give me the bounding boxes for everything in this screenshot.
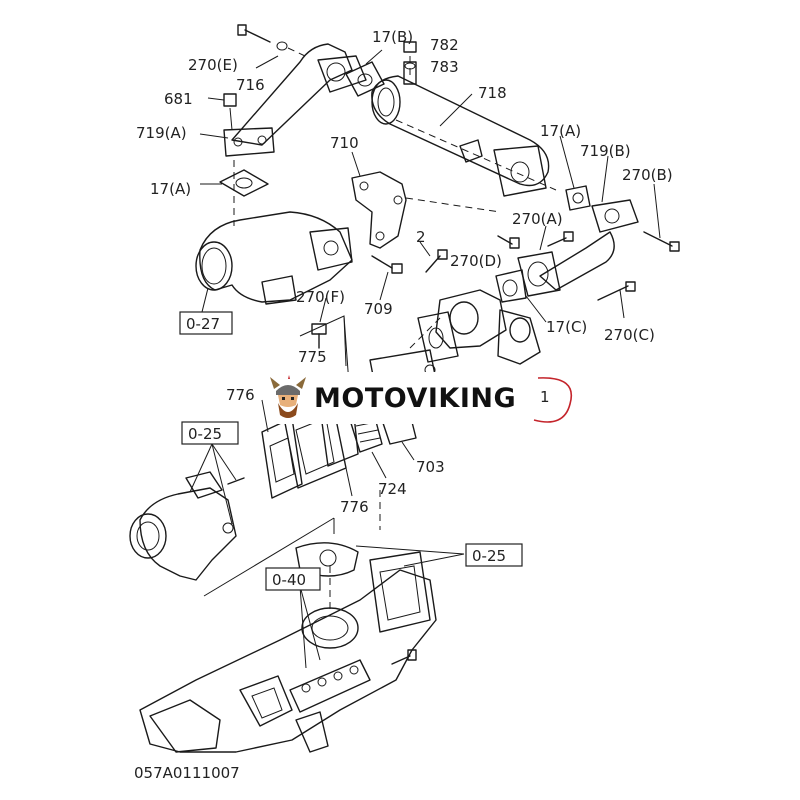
gasket-17a-left-drawing — [219, 169, 269, 197]
gasket-775-drawing — [299, 315, 351, 399]
label-710: 710 — [330, 134, 359, 152]
egr-pipe-716-drawing — [223, 43, 367, 157]
alignment-lines — [203, 119, 557, 597]
label-776-top: 776 — [226, 386, 255, 404]
label-17a-right: 17(A) — [540, 122, 581, 140]
egr-cooler-718-drawing — [345, 56, 550, 197]
bolt-709-drawing — [371, 255, 403, 274]
label-270c: 270(C) — [604, 326, 655, 344]
label-716: 716 — [236, 76, 265, 94]
manifold-elbow-drawing — [195, 211, 353, 313]
figure-code: 057A0111007 — [134, 764, 240, 782]
ref-label-0-25-left: 0-25 — [188, 425, 222, 443]
label-17a-left: 17(A) — [150, 180, 191, 198]
label-270d: 270(D) — [450, 252, 502, 270]
label-783: 783 — [430, 58, 459, 76]
label-270b: 270(B) — [622, 166, 673, 184]
bolt-2-drawing — [425, 249, 448, 273]
brand-watermark: MOTOVIKING — [268, 372, 530, 424]
viking-head-logo-icon — [270, 375, 306, 418]
label-719b: 719(B) — [580, 142, 631, 160]
intake-manifold-drawing — [139, 542, 465, 753]
part-labels: 270(E) 716 681 719(A) 17(A) 17(B) 782 78… — [136, 28, 673, 516]
label-17c: 17(C) — [546, 318, 587, 336]
reference-box-0-25-left: 0-25 — [181, 421, 239, 445]
ref-label-0-25-right: 0-25 — [472, 547, 506, 565]
label-2: 2 — [416, 228, 426, 246]
label-703: 703 — [416, 458, 445, 476]
label-681: 681 — [164, 90, 193, 108]
reference-box-0-25-right: 0-25 — [465, 543, 523, 567]
bolt-270d-drawing — [497, 235, 520, 249]
throttle-body-drawing — [129, 443, 245, 581]
bolt-270e-drawing — [237, 24, 306, 57]
highlight-circle — [533, 377, 573, 423]
bolt-270f-drawing — [311, 323, 327, 349]
label-724: 724 — [378, 480, 407, 498]
ref-label-0-40: 0-40 — [272, 571, 306, 589]
label-776-bottom: 776 — [340, 498, 369, 516]
bracket-710-drawing — [351, 171, 501, 249]
egr-valve-drawing — [369, 289, 541, 413]
label-709: 709 — [364, 300, 393, 318]
label-775: 775 — [298, 348, 327, 366]
label-1: 1 — [540, 388, 550, 406]
label-719a: 719(A) — [136, 124, 187, 142]
bolt-782-drawing — [403, 41, 417, 70]
ref-label-0-27: 0-27 — [186, 315, 220, 333]
reference-box-0-40: 0-40 — [265, 567, 321, 591]
reference-box-0-27: 0-27 — [179, 311, 233, 335]
label-718: 718 — [478, 84, 507, 102]
brand-name: MOTOVIKING — [314, 382, 517, 414]
label-782: 782 — [430, 36, 459, 54]
label-270e: 270(E) — [188, 56, 238, 74]
egr-pipe-719b-drawing — [495, 185, 680, 303]
label-17b: 17(B) — [372, 28, 413, 46]
label-270f: 270(F) — [296, 288, 345, 306]
nut-681-drawing — [207, 93, 237, 107]
label-270a: 270(A) — [512, 210, 563, 228]
label-leader-lines — [199, 49, 661, 323]
